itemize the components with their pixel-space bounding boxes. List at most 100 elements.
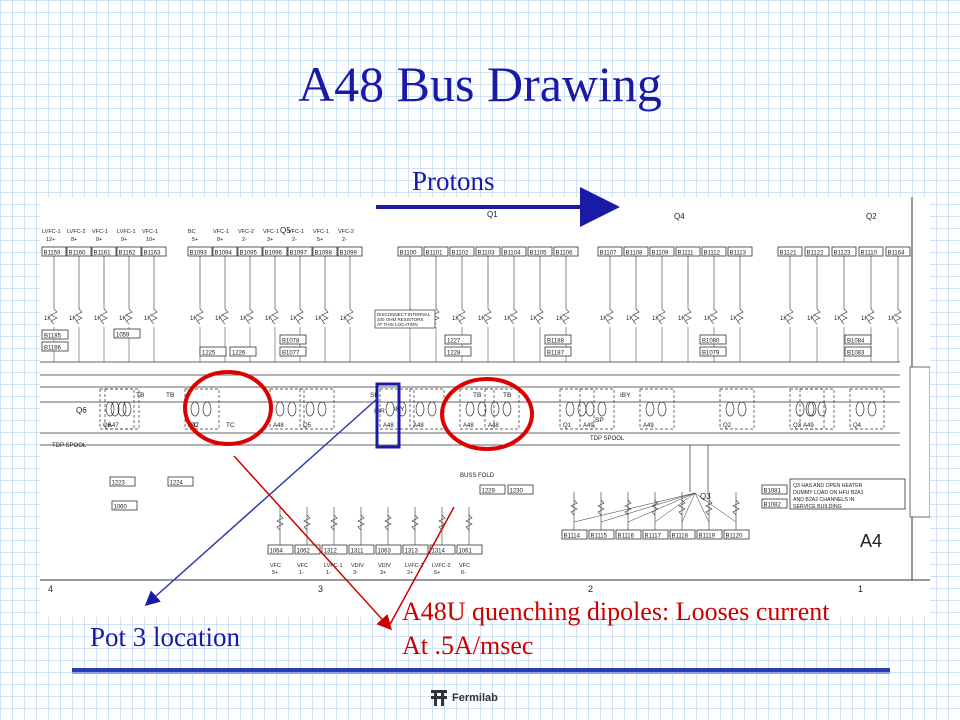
- resistor-symbol: [221, 308, 229, 325]
- resistor-symbol: [271, 308, 279, 325]
- resistor-symbol: [732, 499, 740, 516]
- vfc-top-label: VFC-1: [92, 229, 108, 235]
- resistor-label: 1K: [888, 316, 895, 322]
- magnet-coil: [317, 401, 327, 417]
- top-terminal-label: B1110: [861, 251, 878, 257]
- vfc-top-label: 12+: [46, 237, 55, 243]
- bottom-terminal-label: 1312: [324, 549, 338, 555]
- magnet-box: [719, 388, 755, 430]
- top-terminal-label: B1099: [340, 251, 358, 257]
- bottom-terminal-label: 1311: [351, 549, 365, 555]
- resistor-symbol: [651, 499, 659, 516]
- bottom-terminal-label: 1060: [114, 505, 128, 511]
- bottom-terminal: [479, 484, 506, 495]
- resistor-label: 1K: [290, 316, 297, 322]
- mid-terminal: [41, 329, 69, 340]
- bottom-terminal: [723, 529, 750, 540]
- vfc-top-label: 8+: [96, 237, 102, 243]
- mid-terminal: [279, 346, 307, 357]
- magnet-coil: [305, 401, 315, 417]
- section-label: Q4: [674, 212, 685, 221]
- resistor-label: 1K: [556, 316, 563, 322]
- bottom-terminal: [507, 484, 534, 495]
- axis-number: 3: [318, 584, 323, 594]
- top-terminal-label: B1105: [530, 251, 548, 257]
- section-label: Q3: [700, 492, 711, 501]
- resistor-symbol: [50, 308, 58, 325]
- magnet-coil: [725, 401, 735, 417]
- magnet-label: A48: [463, 423, 474, 429]
- mid-terminal: [699, 334, 727, 345]
- mid-terminal-label: B1187: [547, 351, 565, 357]
- box-label: TC: [190, 422, 199, 429]
- box-label: TB: [503, 392, 511, 399]
- quench-annotation-line1: A48U quenching dipoles: Looses current: [402, 597, 830, 626]
- bottom-terminal-label: 1062: [297, 549, 311, 555]
- top-terminal-label: B1121: [780, 251, 798, 257]
- mid-terminal: [444, 334, 472, 345]
- q3-note-text: DUMMY LOAD ON HFU B2A1: [793, 490, 864, 496]
- magnet-coil: [657, 401, 667, 417]
- magnet-coil: [805, 401, 815, 417]
- resistor-label: 1K: [452, 316, 459, 322]
- q3-fanout-line: [573, 492, 696, 523]
- mid-terminal-label: B1186: [44, 346, 62, 352]
- box-label: SP: [370, 392, 379, 399]
- magnet-label: A49: [643, 423, 654, 429]
- bottom-terminal: [761, 498, 788, 509]
- top-terminal-label: B1108: [626, 251, 644, 257]
- magnet-coil: [275, 401, 285, 417]
- bottom-terminal: [761, 484, 788, 495]
- resistor-label: 1K: [600, 316, 607, 322]
- top-terminal-label: B1111: [678, 251, 695, 257]
- magnet-label: Q5: [303, 423, 312, 429]
- bottom-terminal-label: 1063: [378, 549, 392, 555]
- magnet-coil: [427, 401, 437, 417]
- top-terminal-label: B1100: [400, 251, 418, 257]
- vfc-top-label: VFC-1: [263, 229, 279, 235]
- resistor-symbol: [632, 308, 640, 325]
- vfc-bottom-label: LVFC-1: [324, 563, 343, 569]
- mid-terminal: [544, 346, 572, 357]
- q3-fanout-line: [681, 492, 696, 523]
- q3-fanout-line: [627, 492, 696, 523]
- magnet-label: A48: [488, 423, 499, 429]
- magnet-coil: [645, 401, 655, 417]
- vfc-top-label: VFC-1: [313, 229, 329, 235]
- resistor-symbol: [570, 499, 578, 516]
- resistor-symbol: [813, 308, 821, 325]
- top-terminal-label: B1123: [834, 251, 852, 257]
- resistor-symbol: [346, 308, 354, 325]
- q3-fanout-line: [694, 492, 737, 523]
- vfc-top-label: 10+: [146, 237, 155, 243]
- top-terminal-label: B1122: [807, 251, 825, 257]
- q3-note-box: [789, 478, 906, 510]
- magnet-coil: [117, 401, 127, 417]
- resistor-symbol: [100, 308, 108, 325]
- resistor-label: 1K: [144, 316, 151, 322]
- mid-terminal: [113, 328, 141, 339]
- bottom-terminal: [109, 476, 136, 487]
- vfc-bottom-label: 3+: [380, 570, 386, 576]
- bottom-terminal-label: 1314: [432, 549, 446, 555]
- magnet-box: [99, 388, 135, 430]
- box-label: TB: [136, 392, 144, 399]
- resistor-symbol: [321, 308, 329, 325]
- resistor-symbol: [296, 308, 304, 325]
- resistor-symbol: [125, 308, 133, 325]
- magnet-coil: [565, 401, 575, 417]
- mid-terminal-label: 1227: [447, 339, 461, 345]
- resistor-symbol: [458, 308, 466, 325]
- bottom-terminal-label: B1117: [645, 534, 662, 540]
- mid-terminal: [544, 334, 572, 345]
- resistor-label: 1K: [780, 316, 787, 322]
- magnet-label: A49: [583, 423, 594, 429]
- magnet-coil: [867, 401, 877, 417]
- vfc-bottom-label: 2+: [407, 570, 413, 576]
- resistor-symbol: [786, 308, 794, 325]
- bottom-terminal-label: B1082: [764, 503, 782, 509]
- top-terminal-label: B1095: [240, 251, 258, 257]
- resistor-label: 1K: [190, 316, 197, 322]
